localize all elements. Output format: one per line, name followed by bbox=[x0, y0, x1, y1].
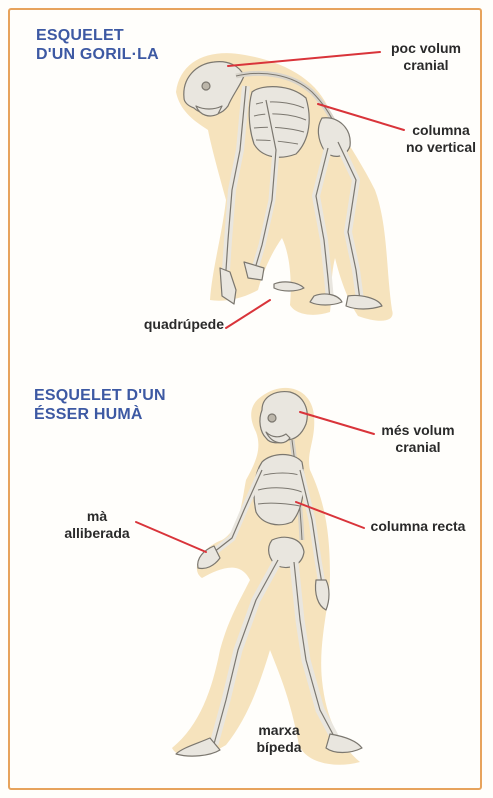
label-human-spine: columna recta bbox=[360, 518, 476, 535]
label-gorilla-gait: quadrúpede bbox=[118, 316, 224, 333]
label-human-hand: mà alliberada bbox=[52, 508, 142, 542]
gorilla-ribcage bbox=[249, 87, 309, 158]
gorilla-title: ESQUELET D'UN GORIL·LA bbox=[36, 26, 159, 64]
pointer-human-hand bbox=[136, 522, 206, 552]
pointer-gorilla-gait bbox=[226, 300, 270, 328]
label-human-cranial: més volum cranial bbox=[368, 422, 468, 456]
human-title: ESQUELET D'UN ÉSSER HUMÀ bbox=[34, 386, 166, 424]
label-gorilla-cranial: poc volum cranial bbox=[378, 40, 474, 74]
gorilla-foot-back bbox=[310, 294, 342, 305]
label-human-gait: marxa bípeda bbox=[246, 722, 312, 756]
label-gorilla-spine: columna no vertical bbox=[394, 122, 488, 156]
human-foot-back bbox=[326, 734, 362, 753]
